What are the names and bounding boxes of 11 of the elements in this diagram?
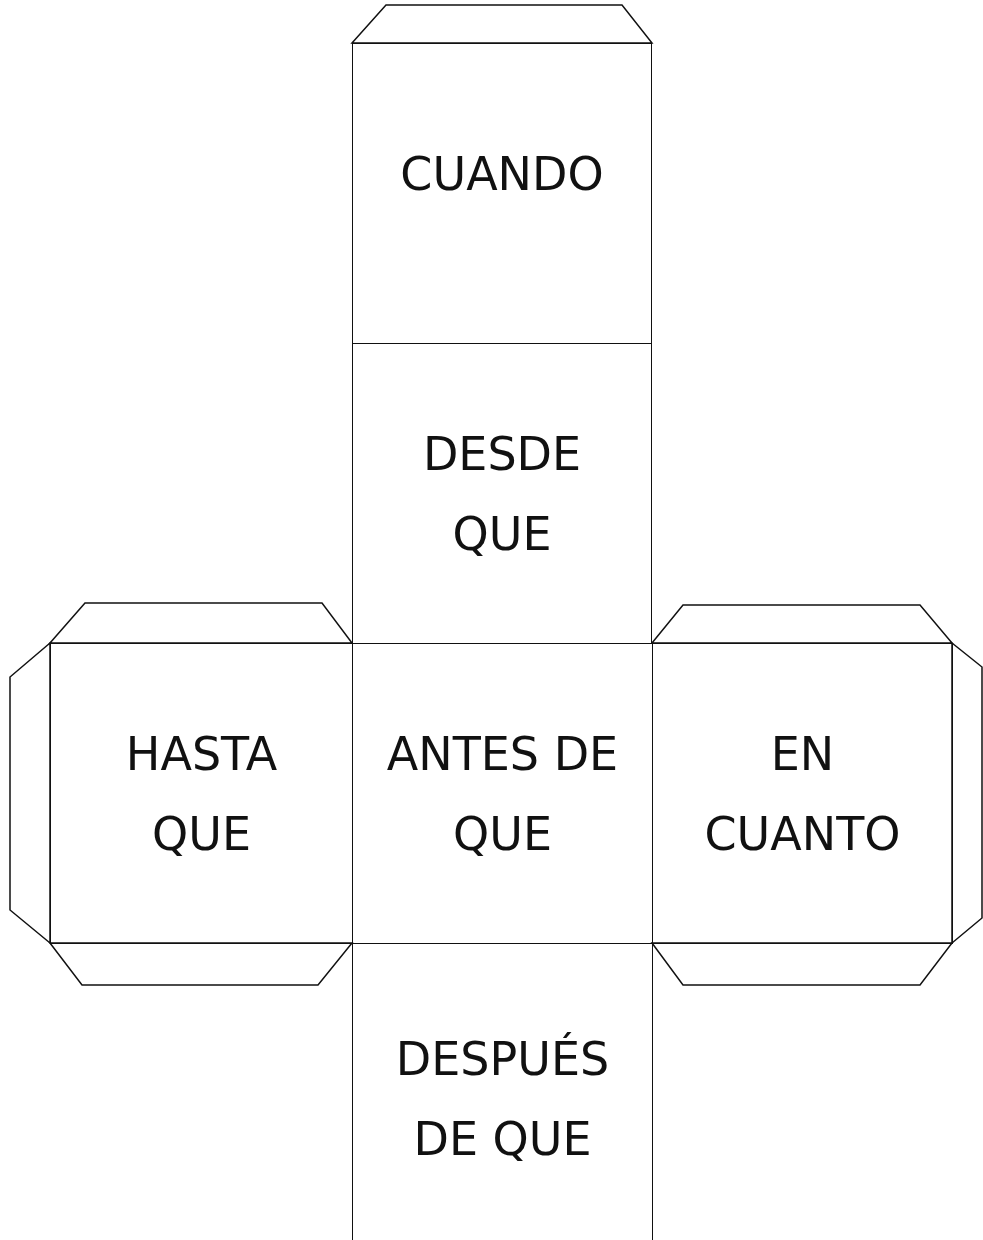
cube-face <box>352 943 653 1240</box>
cube-face <box>352 343 652 644</box>
face-label: DESPUÉS DE QUE <box>394 1031 611 1168</box>
face-label: CUANDO <box>400 146 604 203</box>
face-label: DESDE QUE <box>421 425 583 563</box>
face-label: HASTA QUE <box>124 725 279 863</box>
face-label: EN CUANTO <box>703 725 902 863</box>
cube-face <box>50 643 353 944</box>
face-label: ANTES DE QUE <box>385 725 620 863</box>
cube-face <box>352 43 652 344</box>
cube-face <box>652 643 953 944</box>
